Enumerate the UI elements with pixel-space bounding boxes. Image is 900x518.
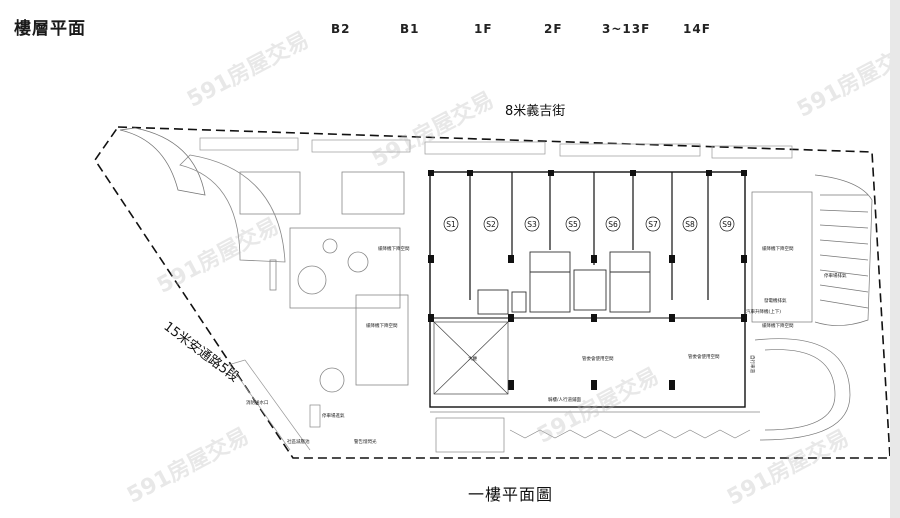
label-parking-intake: 停車場進氣 bbox=[322, 412, 345, 419]
label-ramp-mid: 緩降機下降空間 bbox=[366, 322, 398, 329]
shop-s7: S7 bbox=[648, 220, 658, 229]
tab-b1[interactable]: B1 bbox=[400, 22, 420, 36]
label-alarm: 警告燈閃光 bbox=[354, 438, 377, 445]
right-ramp bbox=[751, 174, 873, 441]
walkway-lines bbox=[227, 359, 311, 451]
curved-planter bbox=[179, 154, 286, 263]
shop-partitions bbox=[469, 172, 709, 300]
site-boundary bbox=[94, 126, 891, 459]
structural-columns bbox=[428, 170, 747, 390]
tab-14f[interactable]: 14F bbox=[683, 22, 711, 36]
road-north: 8米義吉街 bbox=[505, 103, 565, 119]
shop-s3: S3 bbox=[527, 220, 537, 229]
label-mgmt: 管委會使用空間 bbox=[582, 355, 614, 362]
label-ramp-right: 緩降機下降空間 bbox=[762, 245, 794, 252]
label-ramp-left: 緩降機下降空間 bbox=[378, 245, 410, 252]
scrollbar-edge bbox=[890, 0, 900, 518]
label-community: 社區減壓池 bbox=[287, 438, 310, 445]
shop-s9: S9 bbox=[722, 220, 732, 229]
building-core bbox=[477, 251, 651, 315]
building-outline bbox=[429, 171, 746, 408]
tab-2f[interactable]: 2F bbox=[544, 22, 563, 36]
shop-s6: S6 bbox=[608, 220, 618, 229]
page-title: 樓層平面 bbox=[14, 19, 86, 39]
shop-labels: S1 S2 S3 S5 S6 S7 S8 S9 bbox=[443, 216, 735, 232]
garden-area bbox=[239, 171, 409, 393]
floor-tabs: B2 B1 1F 2F 3~13F 14F bbox=[0, 22, 900, 42]
label-generator-exhaust: 發電機排氣 bbox=[764, 297, 787, 304]
sidewalk-slabs bbox=[199, 137, 793, 159]
tab-1f[interactable]: 1F bbox=[474, 22, 493, 36]
label-bike: 自行車道 bbox=[749, 355, 756, 373]
label-mgmt2: 管委會使用空間 bbox=[688, 353, 720, 360]
plan-annotations: 緩降機下降空間 緩降機下降空間 緩降機下降空間 停車場排氣 發電機排氣 汽車升降… bbox=[246, 245, 847, 445]
label-corridor: 騎樓/人行道鋪面 bbox=[548, 396, 582, 403]
road-southwest: 15米安通路5段 bbox=[161, 318, 242, 385]
label-fire: 消防送水口 bbox=[246, 399, 269, 406]
shop-s8: S8 bbox=[685, 220, 695, 229]
label-parking-exhaust: 停車場排氣 bbox=[824, 272, 847, 279]
label-ramp-small: 緩降機下降空間 bbox=[762, 322, 794, 329]
label-car-lift: 汽車升降機(上下) bbox=[746, 308, 781, 315]
ramp-curve bbox=[119, 127, 206, 196]
lobby-void bbox=[433, 321, 509, 395]
tab-3-13f[interactable]: 3~13F bbox=[602, 22, 651, 36]
label-lobby: 大廳 bbox=[468, 355, 477, 362]
shop-s1: S1 bbox=[446, 220, 456, 229]
shop-s2: S2 bbox=[486, 220, 496, 229]
shop-s5: S5 bbox=[568, 220, 578, 229]
tab-b2[interactable]: B2 bbox=[331, 22, 351, 36]
sidewalk-south bbox=[309, 404, 760, 453]
plan-caption: 一樓平面圖 bbox=[468, 485, 554, 504]
